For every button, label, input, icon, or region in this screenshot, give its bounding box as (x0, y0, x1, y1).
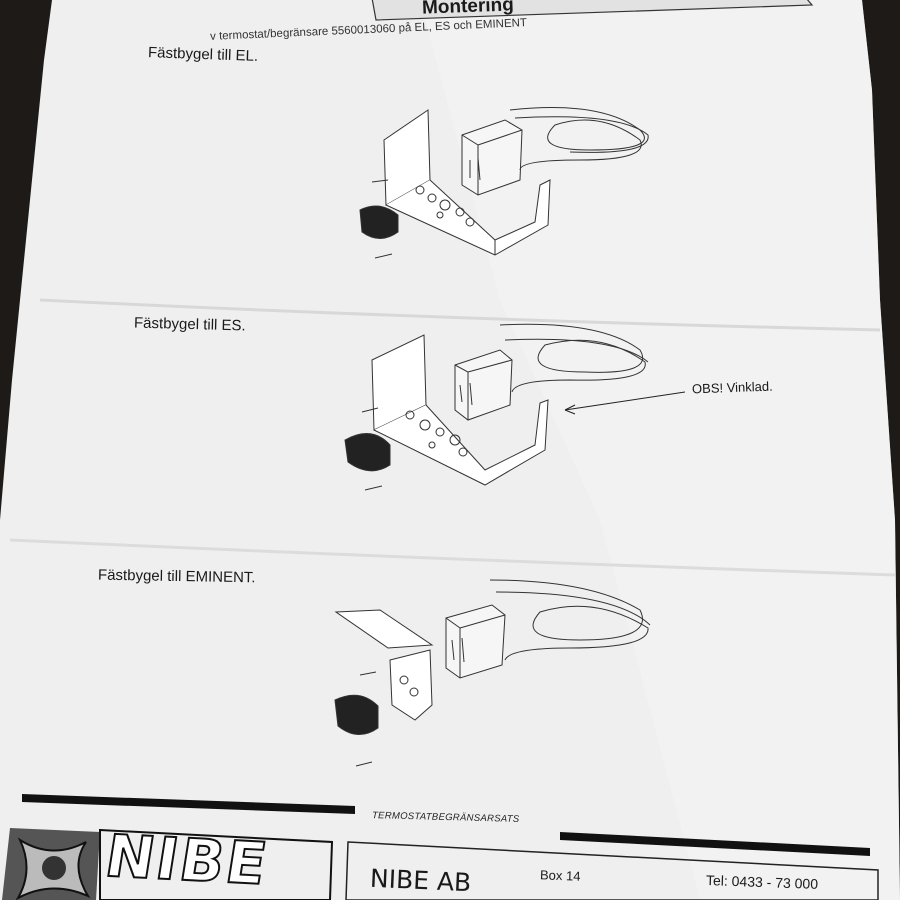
diagram-es (344, 323, 686, 491)
diagram-eminent (334, 579, 651, 767)
company-box (345, 841, 879, 900)
section-label-eminent: Fästbygel till EMINENT. (97, 566, 256, 587)
nibe-logo-emblem (2, 828, 100, 900)
footer-bar-right (560, 832, 870, 856)
section-label-es: Fästbygel till ES. (133, 314, 246, 335)
header-box (371, 0, 814, 21)
callout-arrow (564, 391, 686, 411)
callout-text: OBS! Vinklad. (691, 378, 773, 397)
company-address: Box 14 (539, 867, 581, 884)
company-name: NIBE AB (369, 863, 472, 898)
diagram-el (359, 107, 649, 259)
footer-bar-left (22, 794, 355, 814)
page-title: Montering (421, 0, 515, 19)
nibe-logo-text: NIBE (100, 821, 274, 899)
